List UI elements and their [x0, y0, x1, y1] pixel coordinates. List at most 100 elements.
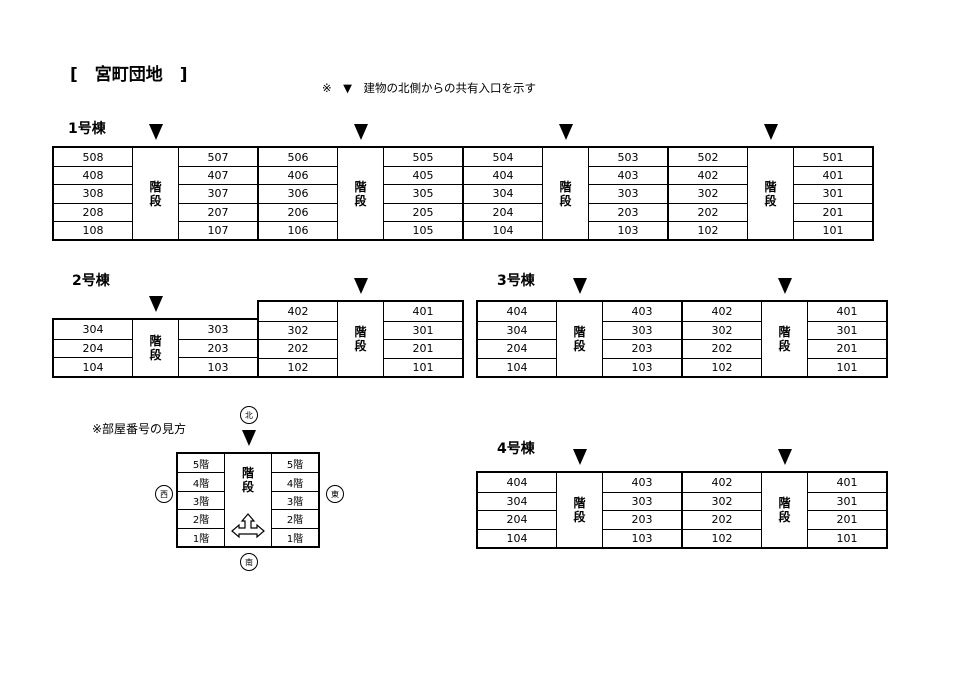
stair-text: 階段 [149, 334, 161, 362]
room-number: 202 [683, 510, 761, 529]
stair-text: 階段 [778, 325, 790, 353]
room-number: 202 [259, 339, 337, 358]
floor-label: 4階 [178, 472, 224, 490]
room-number: 108 [54, 220, 132, 239]
room-number: 104 [478, 528, 556, 548]
room-number: 404 [464, 166, 542, 184]
entrance-arrow [777, 449, 792, 465]
stair-label: 段 [354, 339, 367, 353]
room-number: 102 [683, 357, 761, 377]
room-number: 403 [631, 304, 653, 318]
entrance-arrow [353, 278, 368, 294]
west-marker: 西 [155, 485, 173, 503]
room-number: 408 [54, 166, 132, 184]
stairwell: 階段 [132, 148, 179, 239]
stair-label: 段 [354, 193, 367, 208]
room-number: 107 [179, 220, 257, 239]
room-number: 402 [287, 304, 309, 318]
floor-label: 1階 [272, 527, 318, 546]
stair-label: 段 [573, 339, 586, 353]
entrance-arrow [148, 296, 163, 312]
room-number: 104 [478, 357, 556, 377]
room-number: 307 [179, 184, 257, 202]
room-number: 205 [384, 202, 462, 221]
entrance-arrow [777, 278, 792, 294]
entrance-note: ※ ▼ 建物の北側からの共有入口を示す [322, 81, 536, 95]
floor-label: 3階 [272, 490, 318, 509]
room-number: 104 [464, 220, 542, 239]
floor-label: 2階 [272, 509, 318, 527]
room-number: 404 [506, 475, 528, 489]
room-number: 207 [179, 202, 257, 221]
room-number: 304 [478, 320, 556, 340]
room-number: 507 [207, 150, 229, 164]
room-number: 203 [179, 338, 257, 358]
room-number: 402 [669, 166, 747, 184]
stairwell: 階段 [556, 302, 603, 376]
stair-label: 段 [149, 348, 162, 362]
stair-label: 階 [149, 179, 162, 194]
stairwell: 階段 [761, 473, 808, 547]
room-number: 306 [259, 184, 337, 202]
room-number: 404 [506, 304, 528, 318]
room-number: 401 [412, 304, 434, 318]
direction-arrows-icon [231, 513, 265, 539]
room-number: 406 [259, 166, 337, 184]
room-number: 402 [711, 304, 733, 318]
entrance-arrow [572, 449, 587, 465]
room-number: 305 [384, 184, 462, 202]
stair-label: 階 [764, 179, 777, 194]
room-number: 508 [82, 150, 104, 164]
stair-label: 段 [149, 193, 162, 208]
room-number: 201 [808, 510, 886, 529]
stair-label: 階 [778, 496, 791, 510]
stair-text: 階段 [149, 180, 161, 208]
room-number: 401 [836, 475, 858, 489]
page-title: [ 宮町団地 ] [70, 65, 188, 85]
room-number: 506 [287, 150, 309, 164]
building2-name: 2号棟 [72, 273, 110, 289]
room-number: 504 [492, 150, 514, 164]
entrance-arrow [353, 124, 368, 140]
room-number: 302 [669, 184, 747, 202]
stair-label: 階 [778, 325, 791, 339]
entrance-arrow [558, 124, 573, 140]
stair-text: 階段 [242, 466, 254, 494]
room-number: 301 [808, 320, 886, 340]
stair-label: 階 [559, 179, 572, 194]
stair-text: 階段 [354, 325, 366, 353]
room-number: 103 [589, 220, 667, 239]
stair-label: 階 [354, 179, 367, 194]
room-number: 101 [384, 357, 462, 377]
room-number: 208 [54, 202, 132, 221]
stair-text: 階段 [573, 496, 585, 524]
stair-label: 段 [573, 510, 586, 524]
room-number: 302 [259, 320, 337, 340]
room-number: 303 [603, 320, 681, 340]
stair-label: 階 [149, 334, 162, 348]
stair-text: 階段 [354, 180, 366, 208]
room-number: 304 [464, 184, 542, 202]
room-number: 302 [683, 491, 761, 511]
room-number: 502 [697, 150, 719, 164]
floor-label: 5階 [192, 459, 210, 471]
stair-label: 段 [778, 339, 791, 353]
room-number: 301 [808, 491, 886, 511]
stair-label: 階 [573, 496, 586, 510]
building1-name: 1号棟 [68, 121, 106, 137]
stairwell: 階段 [337, 302, 384, 376]
room-number: 403 [631, 475, 653, 489]
stairwell: 階段 [747, 148, 794, 239]
room-number: 201 [794, 202, 872, 221]
room-number: 102 [669, 220, 747, 239]
